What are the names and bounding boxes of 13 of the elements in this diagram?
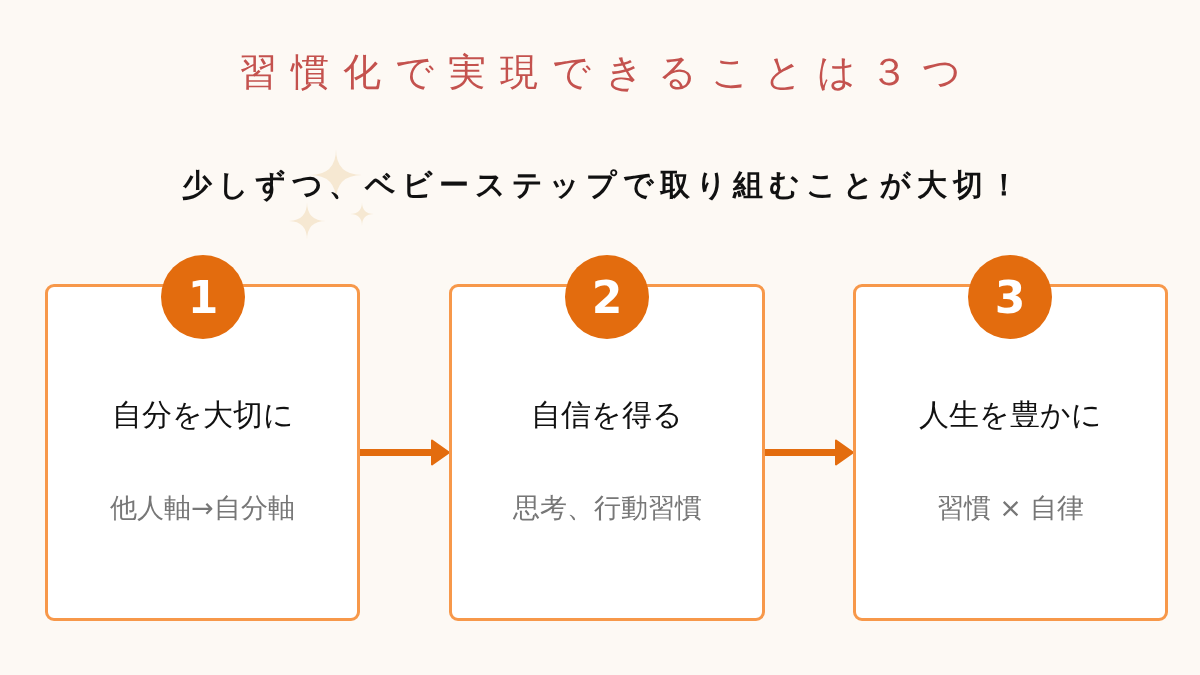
step-number-circle: 3 xyxy=(968,255,1052,339)
arrow xyxy=(765,439,854,466)
arrow xyxy=(360,439,450,466)
subheading: 少しずつ、ベビーステップで取り組むことが大切！ xyxy=(180,166,1025,204)
step-number-circle: 2 xyxy=(565,255,649,339)
step-subtext: 他人軸→自分軸 xyxy=(110,491,295,525)
step-number-circle: 1 xyxy=(161,255,245,339)
step-subtext: 思考、行動習慣 xyxy=(512,491,702,525)
step-subtext: 習慣 × 自律 xyxy=(936,491,1085,525)
step-heading: 人生を豊かに xyxy=(919,396,1102,434)
step-heading: 自分を大切に xyxy=(111,396,294,434)
step-heading: 自信を得る xyxy=(531,396,683,434)
diagram-title: 習慣化で実現できることは３つ xyxy=(238,49,975,96)
